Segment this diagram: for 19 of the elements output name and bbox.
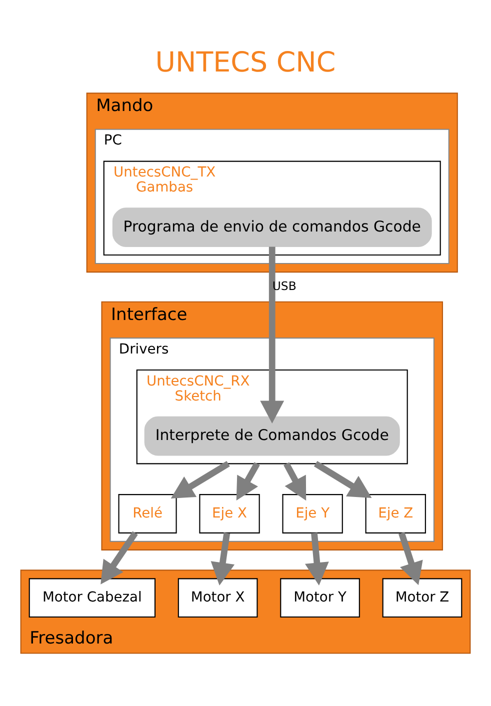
arrow <box>398 532 423 585</box>
edge-label: USB <box>272 278 296 292</box>
node-box: Programa de envio de comandos Gcode <box>112 207 432 247</box>
arrow <box>284 462 306 500</box>
arrow <box>170 460 230 498</box>
node-box: Motor Cabezal <box>28 578 156 618</box>
node-box: Interprete de Comandos Gcode <box>144 416 400 456</box>
node-box: Motor Z <box>382 578 462 618</box>
arrow <box>260 246 284 424</box>
node-box: Eje Y <box>282 494 343 533</box>
node-box: Relé <box>118 494 177 533</box>
diagram-title: UNTECS CNC <box>155 45 336 78</box>
arrow <box>236 462 260 500</box>
node-box: Motor X <box>178 578 258 618</box>
arrow <box>314 460 372 498</box>
node-box: Eje Z <box>365 494 426 533</box>
arrow <box>100 530 138 584</box>
node-box: Motor Y <box>280 578 360 618</box>
node-box: Eje X <box>199 494 260 533</box>
